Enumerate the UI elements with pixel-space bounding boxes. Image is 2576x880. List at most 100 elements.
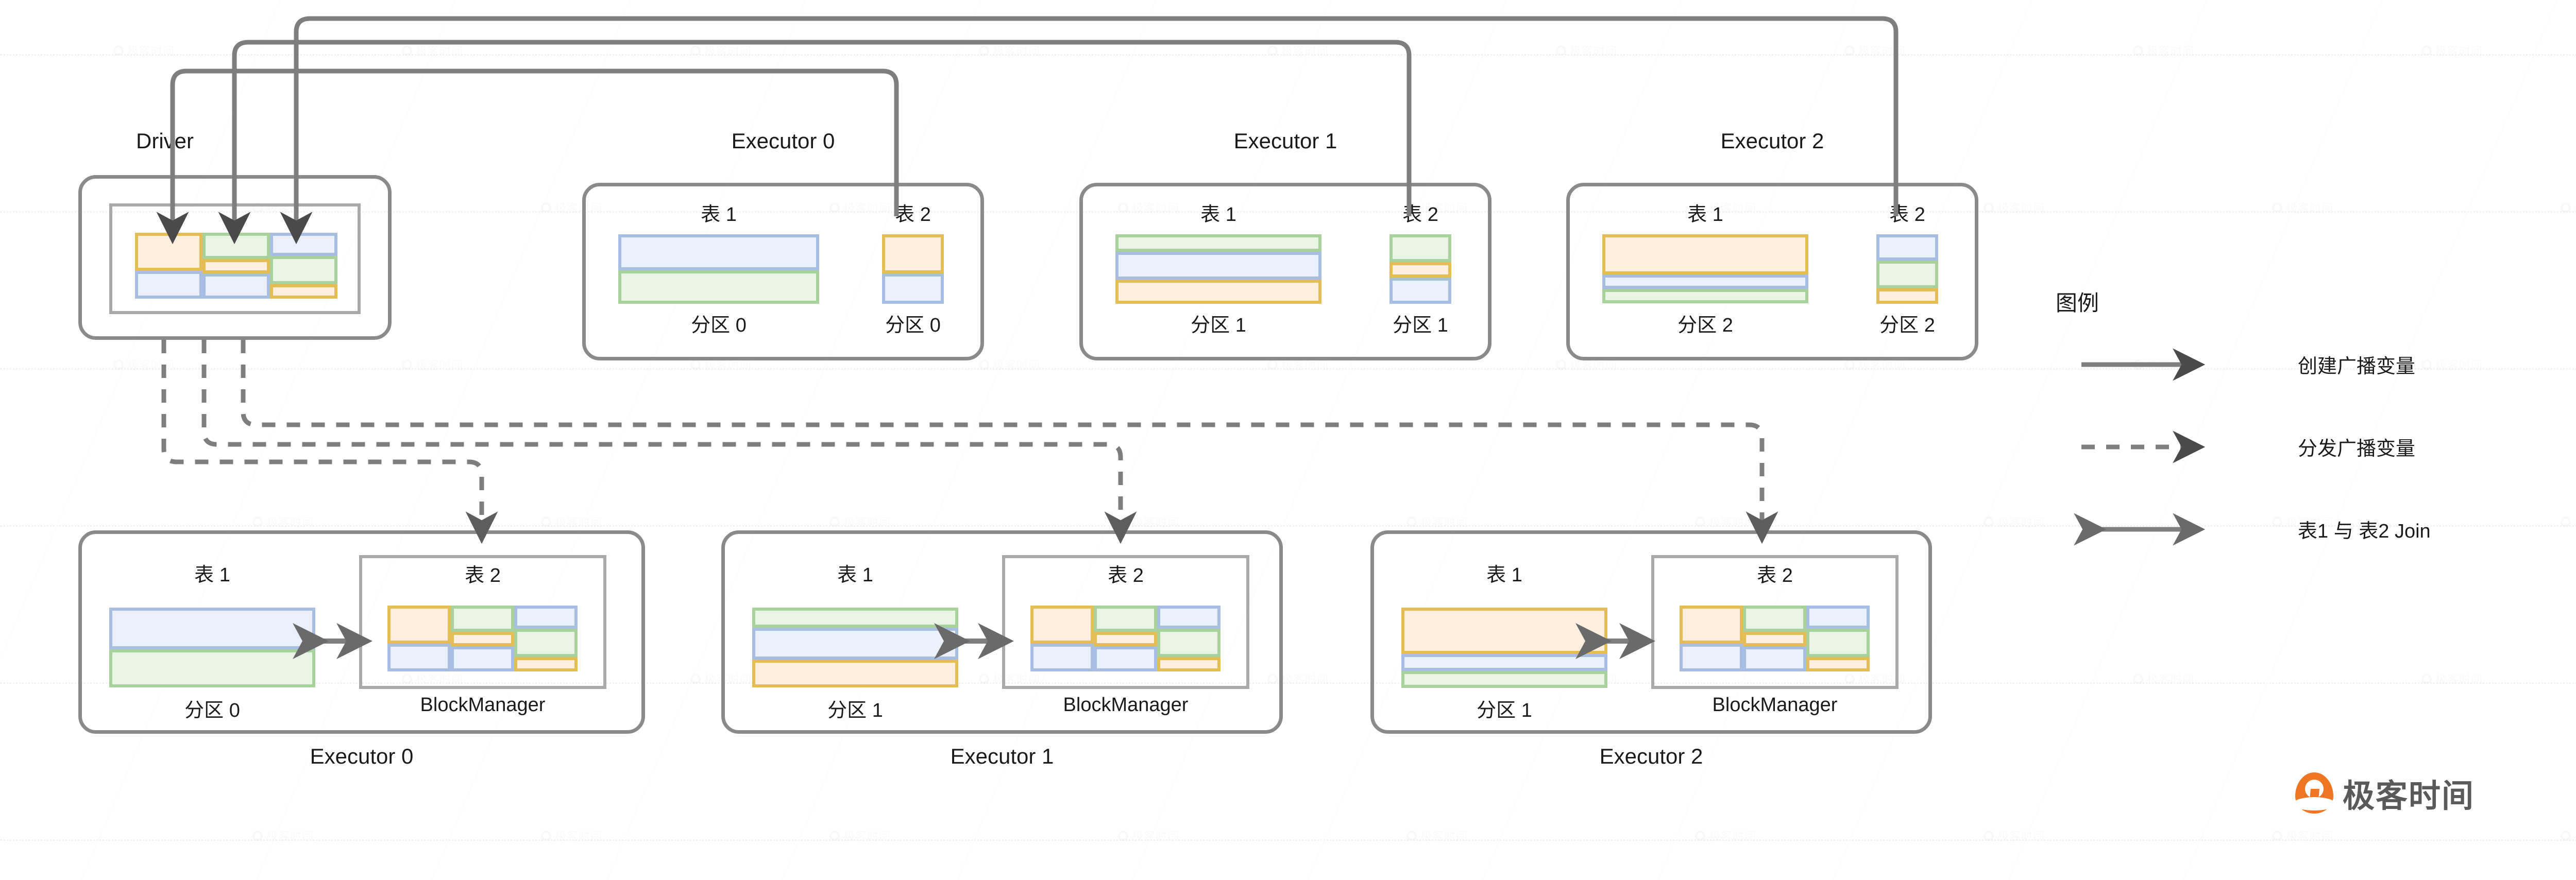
watermark-pin-icon — [402, 45, 412, 56]
watermark-pin-icon — [252, 516, 263, 527]
driver-grid-col0-cell — [135, 233, 202, 271]
top-table1-partition-2: 分区 2 — [1677, 315, 1733, 336]
legend-item-1: 分发广播变量 — [2081, 430, 2415, 463]
watermark-mark: 极客时间 — [2133, 42, 2194, 59]
watermark-pin-icon — [829, 516, 840, 527]
watermark-mark: 极客时间 — [829, 513, 891, 530]
top-table1-partition-0: 分区 0 — [691, 315, 747, 336]
wire-distribute-broadcast-1 — [201, 340, 1137, 544]
watermark-mark: 极客时间 — [1695, 827, 1756, 844]
block-manager-grid-0-col1-cell — [451, 632, 514, 646]
watermark-mark: 极客时间 — [1984, 827, 2045, 844]
block-manager-grid-2-col1-cell — [1743, 646, 1806, 671]
watermark-mark: 极客时间 — [252, 513, 314, 530]
block-manager-grid-1-col2-cell — [1157, 629, 1221, 657]
watermark-mark: 极客时间 — [1118, 827, 1179, 844]
watermark-pin-icon — [1118, 516, 1128, 527]
block-manager-grid-0-col0-cell — [387, 644, 451, 671]
watermark-mark: 极客时间 — [2421, 356, 2483, 373]
watermark-text: 极客时间 — [266, 516, 314, 529]
watermark-text: 极客时间 — [1858, 45, 1906, 58]
watermark-text: 极客时间 — [2147, 673, 2195, 686]
top-table1-partition-1: 分区 1 — [1191, 315, 1246, 336]
block-manager-label-1: BlockManager — [1063, 694, 1189, 716]
watermark-pin-icon — [1695, 831, 1705, 841]
brand-text: 极客时间 — [2343, 779, 2475, 814]
legend-dashed-arrow-icon — [2081, 430, 2206, 463]
top-executor-title-0: Executor 0 — [731, 129, 835, 153]
block-manager-grid-0-col1-cell — [451, 646, 514, 671]
watermark-mark: 极客时间 — [113, 42, 175, 59]
watermark-pin-icon — [113, 45, 124, 56]
watermark-dotted-rule — [0, 54, 2576, 56]
watermark-mark: 极客时间 — [1695, 513, 1756, 530]
block-manager-grid-0-col1-cell — [451, 606, 514, 632]
watermark-pin-icon — [541, 516, 551, 527]
watermark-text: 极客时间 — [2435, 45, 2483, 58]
watermark-pin-icon — [1406, 516, 1417, 527]
watermark-pin-icon — [979, 359, 989, 370]
watermark-pin-icon — [2272, 831, 2282, 841]
watermark-text: 极客时间 — [2435, 673, 2483, 686]
block-manager-grid-2-col0-cell — [1680, 606, 1743, 644]
watermark-text: 极客时间 — [1420, 516, 1468, 529]
watermark-mark: 极客时间 — [1984, 199, 2045, 216]
watermark-mark: 极客时间 — [1556, 42, 1617, 59]
watermark-pin-icon — [1984, 516, 1994, 527]
driver-grid-col1-cell — [202, 259, 270, 273]
bottom-table1-2-cell — [1401, 608, 1607, 654]
block-manager-grid-1-col1-cell — [1094, 632, 1157, 646]
top-table2-label-2: 表 2 — [1889, 204, 1925, 226]
watermark-mark: 极客时间 — [402, 42, 463, 59]
top-table2-2-cell — [1876, 288, 1938, 304]
watermark-mark: 极客时间 — [979, 42, 1040, 59]
watermark-pin-icon — [2421, 674, 2432, 684]
driver-grid-col2-cell — [270, 256, 337, 284]
legend-title: 图例 — [2056, 291, 2099, 315]
top-table1-1-cell — [1115, 252, 1321, 280]
watermark-mark: 极客时间 — [829, 827, 891, 844]
watermark-mark: 极客时间 — [2561, 513, 2576, 530]
bottom-table1-partition-0: 分区 0 — [184, 700, 240, 721]
watermark-pin-icon — [402, 359, 412, 370]
top-table1-2-cell — [1602, 234, 1808, 274]
watermark-text: 极客时间 — [2286, 830, 2334, 843]
top-table1-2-cell — [1602, 274, 1808, 289]
watermark-pin-icon — [690, 674, 701, 684]
block-manager-grid-2-col1-cell — [1743, 606, 1806, 632]
top-table2-0-cell — [882, 234, 944, 273]
geektime-pin-icon — [2293, 772, 2335, 814]
bottom-table1-0-cell — [109, 649, 315, 687]
top-table1-2-cell — [1602, 289, 1808, 303]
top-table2-label-0: 表 2 — [895, 204, 931, 226]
watermark-mark: 极客时间 — [1984, 513, 2045, 530]
top-table2-1-cell — [1389, 262, 1451, 278]
bottom-table2-label-1: 表 2 — [1108, 565, 1144, 586]
block-manager-label-0: BlockManager — [420, 694, 546, 716]
top-executor-title-1: Executor 1 — [1233, 129, 1337, 153]
watermark-mark: 极客时间 — [252, 827, 314, 844]
block-manager-grid-1-col0-cell — [1030, 606, 1094, 644]
brand-logo: 极客时间 — [2293, 770, 2475, 816]
block-manager-label-2: BlockManager — [1712, 694, 1838, 716]
bottom-table1-0-cell — [109, 608, 315, 649]
bottom-table2-label-0: 表 2 — [465, 565, 501, 586]
bottom-table1-1-cell — [752, 628, 958, 660]
block-manager-grid-1-col2-cell — [1157, 606, 1221, 629]
bottom-table1-2-cell — [1401, 671, 1607, 688]
watermark-text: 极客时间 — [1709, 830, 1757, 843]
watermark-pin-icon — [2133, 674, 2143, 684]
block-manager-grid-1-col2-cell — [1157, 657, 1221, 671]
watermark-pin-icon — [1695, 516, 1705, 527]
watermark-pin-icon — [1984, 202, 1994, 213]
driver-grid-col0-cell — [135, 271, 202, 299]
watermark-text: 极客时间 — [1281, 673, 1329, 686]
bottom-table1-partition-1: 分区 1 — [827, 700, 883, 721]
watermark-pin-icon — [2561, 202, 2571, 213]
wire-distribute-broadcast-0 — [161, 340, 498, 544]
watermark-text: 极客时间 — [416, 359, 464, 372]
top-table1-label-1: 表 1 — [1200, 204, 1236, 226]
watermark-pin-icon — [2421, 45, 2432, 56]
watermark-pin-icon — [1844, 45, 1855, 56]
watermark-text: 极客时间 — [1570, 45, 1618, 58]
